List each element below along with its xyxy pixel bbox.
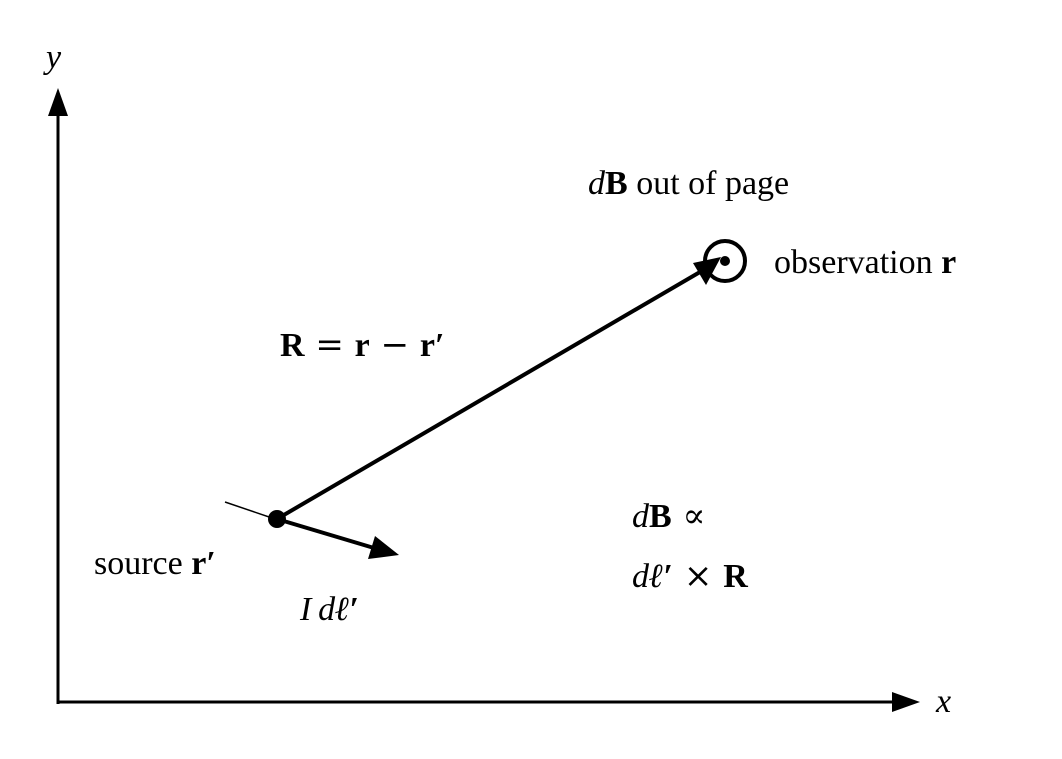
- cross-d: d: [632, 558, 649, 595]
- sep-R: R: [280, 327, 305, 364]
- cross-prime: ′: [663, 558, 674, 595]
- wire-segment: [224, 501, 276, 520]
- separation-vector-label: R = r − r′: [280, 325, 445, 366]
- current-d: d: [318, 591, 336, 628]
- db-direction-text: out of page: [627, 165, 790, 202]
- db-direction-label: dB out of page: [588, 164, 789, 204]
- current-element-arrowhead: [368, 536, 399, 559]
- current-prime: ′: [349, 591, 360, 628]
- y-axis-arrowhead: [48, 88, 68, 116]
- cross-ell: ℓ: [649, 558, 664, 595]
- current-ell: ℓ: [335, 591, 350, 628]
- observation-r: r: [941, 244, 957, 281]
- sep-eq: =: [304, 325, 355, 365]
- prop-symbol: ∝: [671, 496, 706, 536]
- out-of-page-symbol: [703, 239, 747, 283]
- source-label: source r′: [94, 544, 216, 584]
- sep-minus: −: [369, 325, 420, 365]
- cross-R: R: [723, 558, 748, 595]
- prop-d: d: [632, 498, 649, 535]
- sep-prime: ′: [434, 327, 445, 364]
- source-point: [268, 510, 286, 528]
- sep-r1: r: [354, 327, 370, 364]
- current-element-line: [276, 517, 375, 550]
- x-axis-arrowhead: [892, 692, 920, 712]
- observation-label: observation r: [774, 243, 956, 283]
- observation-word: observation: [774, 244, 942, 281]
- db-direction-b: B: [605, 165, 628, 202]
- current-I: I: [300, 591, 312, 628]
- source-prime: ′: [206, 545, 216, 582]
- prop-B: B: [649, 498, 672, 535]
- y-axis-label: y: [46, 39, 62, 76]
- cross-times: ×: [673, 556, 724, 596]
- observation-point: [720, 256, 730, 266]
- cross-product-label: dℓ′ × R: [632, 556, 748, 597]
- proportionality-label: dB ∝: [632, 496, 706, 537]
- current-element-label: I dℓ′: [300, 590, 359, 630]
- source-r: r: [191, 545, 207, 582]
- x-axis-label: x: [936, 683, 952, 720]
- r-vector-line: [275, 270, 702, 521]
- source-word: source: [94, 545, 192, 582]
- db-direction-d: d: [588, 165, 605, 202]
- sep-r2: r: [419, 327, 435, 364]
